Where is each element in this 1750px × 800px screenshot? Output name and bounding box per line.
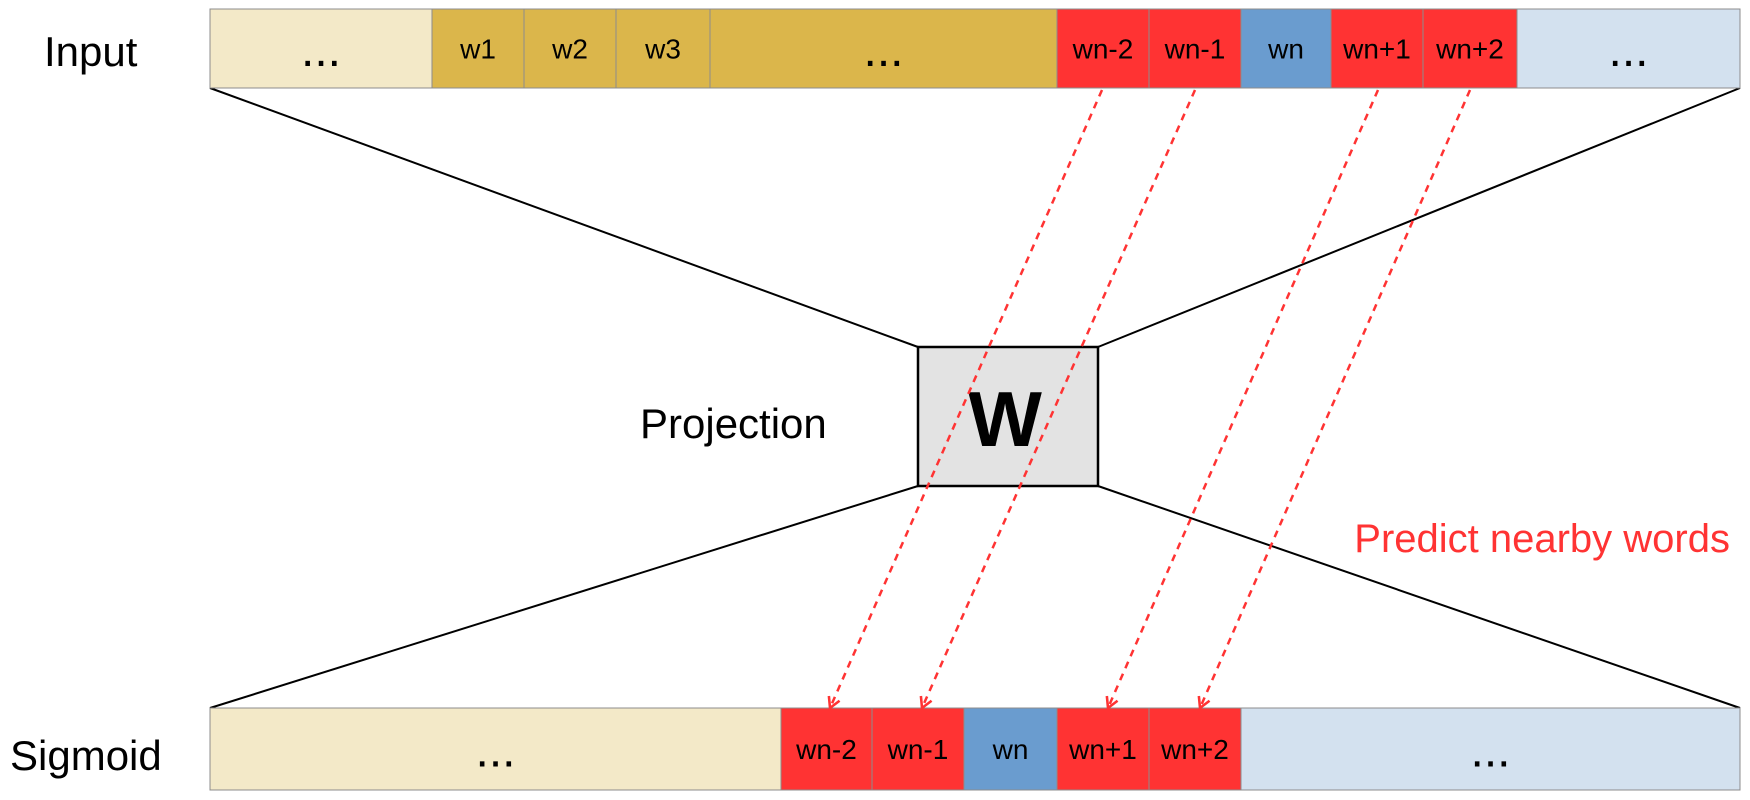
funnel-line-bottom-right <box>1097 485 1741 709</box>
input-cell-w1-1 <box>431 8 525 89</box>
output-cell-ellipsis-0 <box>209 707 782 791</box>
input-cell-wnplus2-9 <box>1422 8 1518 89</box>
input-cell-ellipsis-0 <box>209 8 433 89</box>
output-label-wnplus1-4: wn+1 <box>1068 734 1137 765</box>
projection-label: Projection <box>640 400 827 447</box>
input-label-w3-3: w3 <box>644 34 681 65</box>
funnel-line-bottom-left <box>209 485 919 709</box>
input-label: Input <box>44 28 138 75</box>
input-label-ellipsis-0: ... <box>301 24 341 77</box>
input-cell-wnplus1-8 <box>1330 8 1424 89</box>
funnel-line-top-right <box>1097 87 1741 348</box>
output-cell-wnplus1-4 <box>1056 707 1150 791</box>
input-label-wn-1-6: wn-1 <box>1164 34 1226 65</box>
input-cell-w2-2 <box>523 8 617 89</box>
projection-box <box>916 345 1100 488</box>
input-cell-ellipsis-10 <box>1516 8 1741 89</box>
output-label-wn-3: wn <box>992 734 1029 765</box>
output-label-wn-2-1: wn-2 <box>795 734 857 765</box>
sigmoid-layer-row: ... wn-2 wn-1 wn wn+1 wn+2... <box>209 707 1741 791</box>
output-label-wn-1-2: wn-1 <box>887 734 949 765</box>
funnel-lines <box>209 87 1741 709</box>
arrow-wn+2 <box>1200 89 1472 708</box>
input-cell-wn-2-5 <box>1056 8 1150 89</box>
input-cell-w3-3 <box>615 8 711 89</box>
predict-annotation: Predict nearby words <box>1354 517 1730 561</box>
prediction-arrows <box>830 89 1472 708</box>
arrow-wn+1 <box>1108 89 1380 708</box>
output-cell-ellipsis-6 <box>1240 707 1741 791</box>
input-cell-ellipsis-4 <box>709 8 1058 89</box>
funnel-line-top-left <box>209 87 919 348</box>
arrow-wn-2 <box>830 89 1104 708</box>
arrow-wn-1 <box>922 89 1197 708</box>
output-label-ellipsis-6: ... <box>1470 724 1510 777</box>
input-label-wnplus2-9: wn+2 <box>1435 34 1504 65</box>
input-label-w1-1: w1 <box>459 34 496 65</box>
output-cell-wn-2-1 <box>780 707 873 791</box>
input-label-ellipsis-10: ... <box>1608 24 1648 77</box>
input-label-ellipsis-4: ... <box>863 24 903 77</box>
output-label-wnplus2-5: wn+2 <box>1160 734 1229 765</box>
input-label-wn-7: wn <box>1267 34 1304 65</box>
projection-symbol: W <box>968 375 1042 463</box>
input-label-wn-2-5: wn-2 <box>1072 34 1134 65</box>
sigmoid-label: Sigmoid <box>10 732 162 779</box>
input-layer-row: ... w1 w2 w3... wn-2 wn-1 wn wn+1 wn+2... <box>209 8 1741 89</box>
output-cell-wn-1-2 <box>871 707 965 791</box>
input-label-wnplus1-8: wn+1 <box>1342 34 1411 65</box>
output-label-ellipsis-0: ... <box>475 724 515 777</box>
input-label-w2-2: w2 <box>551 34 588 65</box>
